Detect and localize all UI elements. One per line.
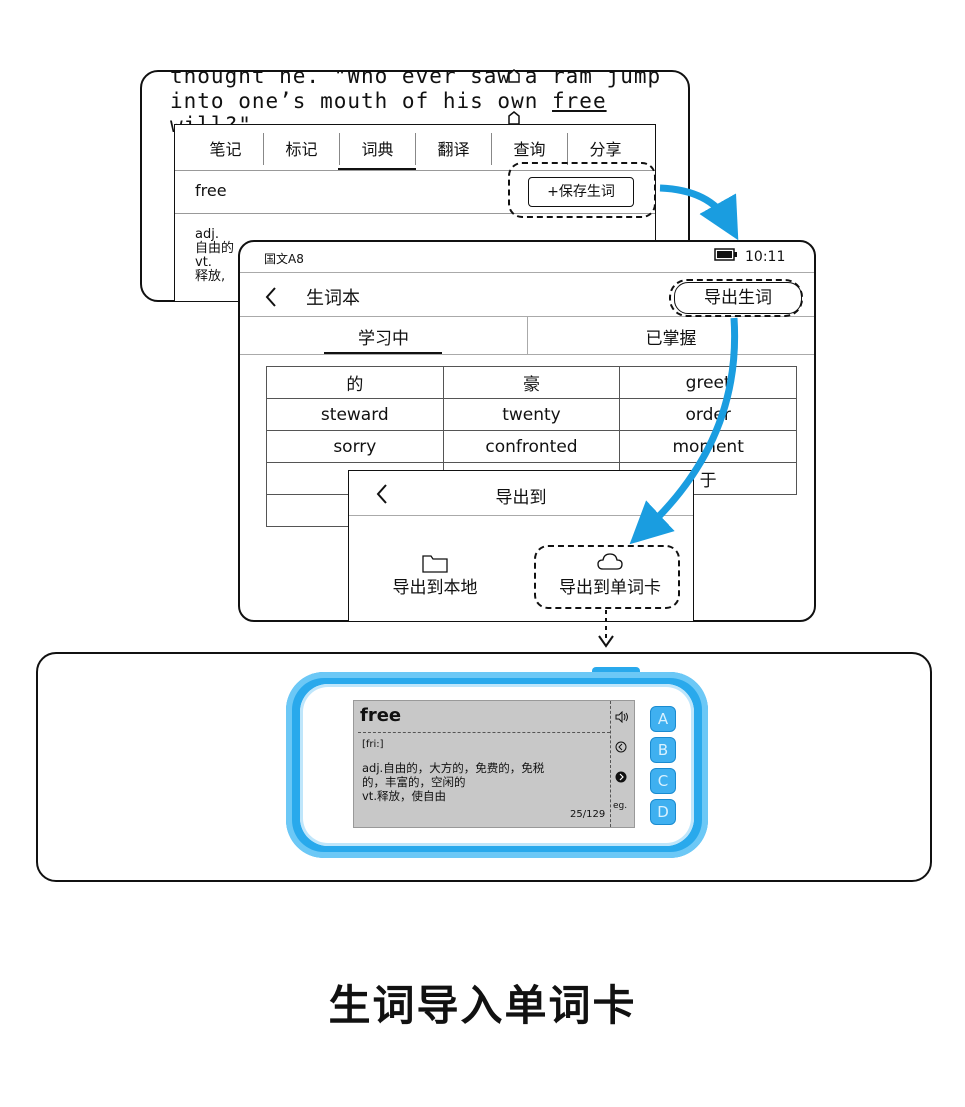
reader-text-line: thought he. "Who ever saw a ram jump [170, 70, 662, 88]
card-definition: adj.自由的，大方的，免费的，免税 的，丰富的，空闲的 vt.释放，使自由 [362, 761, 545, 803]
back-arrow-icon[interactable] [375, 483, 389, 505]
card-word: free [360, 705, 402, 726]
caption-title: 生词导入单词卡 [328, 981, 637, 1030]
tab-learning[interactable]: 学习中 [358, 329, 409, 349]
example-label: eg. [613, 801, 628, 811]
key-c[interactable]: C [650, 768, 676, 794]
device-name: 国文A8 [264, 252, 304, 266]
folder-icon [422, 555, 448, 573]
export-card-option[interactable]: 导出到单词卡 [559, 578, 661, 598]
tab-mark[interactable]: 标记 [285, 140, 318, 159]
tab-query[interactable]: 查询 [513, 140, 546, 159]
cloud-icon [597, 553, 623, 570]
export-local-option[interactable]: 导出到本地 [392, 578, 478, 598]
card-page-counter: 25/129 [570, 809, 606, 820]
save-word-button[interactable]: +保存生词 [528, 177, 634, 207]
tab-dictionary[interactable]: 词典 [361, 140, 394, 159]
speaker-icon[interactable] [615, 711, 629, 723]
selection-handle-icon[interactable] [507, 62, 521, 128]
key-a[interactable]: A [650, 706, 676, 732]
definition-text: adj. 自由的 vt. 释放, [195, 227, 235, 284]
device-power-button[interactable] [592, 667, 640, 676]
headword: free [195, 181, 227, 200]
active-tab-indicator [338, 168, 416, 170]
tab-notes[interactable]: 笔记 [209, 140, 242, 159]
key-d[interactable]: D [650, 799, 676, 825]
battery-icon [714, 248, 738, 264]
word-cell[interactable]: 的 [266, 366, 444, 399]
word-cell[interactable]: 豪 [442, 366, 621, 399]
reader-text: into one’s mouth of his own [170, 89, 553, 113]
tab-share[interactable]: 分享 [589, 140, 622, 159]
highlight-export-card [534, 545, 680, 609]
word-cell[interactable]: confronted [442, 430, 621, 463]
device-screen: free [fri:] adj.自由的，大方的，免费的，免税 的，丰富的，空闲的… [353, 700, 635, 828]
tab-translate[interactable]: 翻译 [437, 140, 470, 159]
word-cell[interactable]: order [619, 398, 797, 431]
word-cell[interactable]: sorry [266, 430, 444, 463]
card-phonetic: [fri:] [362, 739, 384, 750]
highlight-save-button [508, 162, 656, 218]
tab-mastered[interactable]: 已掌握 [645, 329, 697, 349]
dialog-title: 导出到 [495, 488, 547, 508]
back-arrow-icon[interactable] [264, 286, 278, 308]
next-circle-icon[interactable] [615, 771, 627, 783]
word-cell[interactable]: greet [619, 366, 797, 399]
clock: 10:11 [745, 249, 786, 265]
active-tab-indicator [324, 352, 442, 354]
export-dialog: 导出到 导出到本地 导出到单词卡 [348, 470, 694, 621]
highlight-export-button [669, 279, 803, 317]
key-b[interactable]: B [650, 737, 676, 763]
page-title: 生词本 [306, 288, 360, 309]
selected-word[interactable]: free [552, 89, 607, 113]
prev-circle-icon[interactable] [615, 741, 627, 753]
